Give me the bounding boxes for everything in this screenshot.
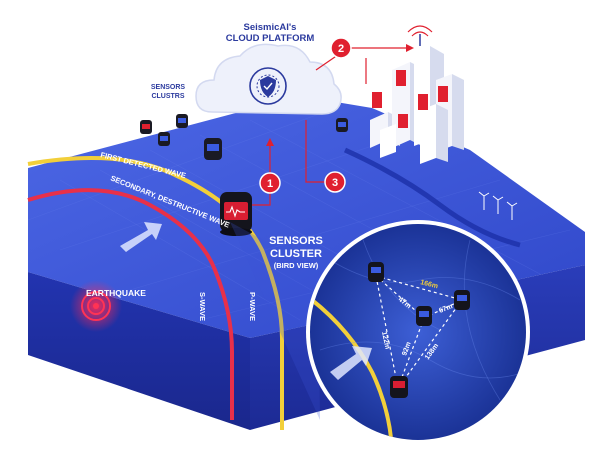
platform-name: SeismicAI's — [210, 22, 330, 33]
map-sensor-icon — [390, 376, 408, 398]
earthquake-core — [93, 303, 99, 309]
sensor-icon — [204, 138, 222, 160]
platform-title: CLOUD PLATFORM — [210, 33, 330, 44]
step-badge-2: 2 — [331, 38, 351, 58]
city — [370, 26, 464, 164]
step-badge-3: 3 — [325, 172, 345, 192]
arrow-right-head — [406, 44, 414, 52]
sensors-clusters-label: CLUSTRS — [151, 93, 184, 100]
bird-view-label: (BIRD VIEW) — [274, 261, 319, 270]
sensors-clusters-label: SENSORS — [151, 84, 186, 91]
step-number: 3 — [332, 177, 338, 189]
cloud-platform-title: SeismicAI's CLOUD PLATFORM — [210, 22, 330, 44]
sensors-cluster-title: CLUSTER — [270, 248, 322, 260]
sensor-icon — [158, 132, 170, 146]
step-number: 1 — [267, 178, 273, 190]
p-wave-label: P-WAVE — [248, 292, 257, 321]
sensor-icon — [336, 118, 348, 132]
sensor-icon — [176, 114, 188, 128]
earthquake-label: EARTHQUAKE — [86, 288, 146, 298]
step-number: 2 — [338, 43, 344, 55]
map-sensor-icon — [454, 290, 470, 310]
cloud-platform — [196, 44, 341, 114]
sensor-icon — [140, 120, 152, 134]
flow-cloud-to-city — [316, 48, 408, 70]
sensors-cluster-title: SENSORS — [269, 235, 323, 247]
s-wave-label: S-WAVE — [198, 292, 207, 321]
map-sensor-icon — [416, 306, 432, 326]
map-sensor-icon — [368, 262, 384, 282]
step-badge-1: 1 — [260, 173, 280, 193]
